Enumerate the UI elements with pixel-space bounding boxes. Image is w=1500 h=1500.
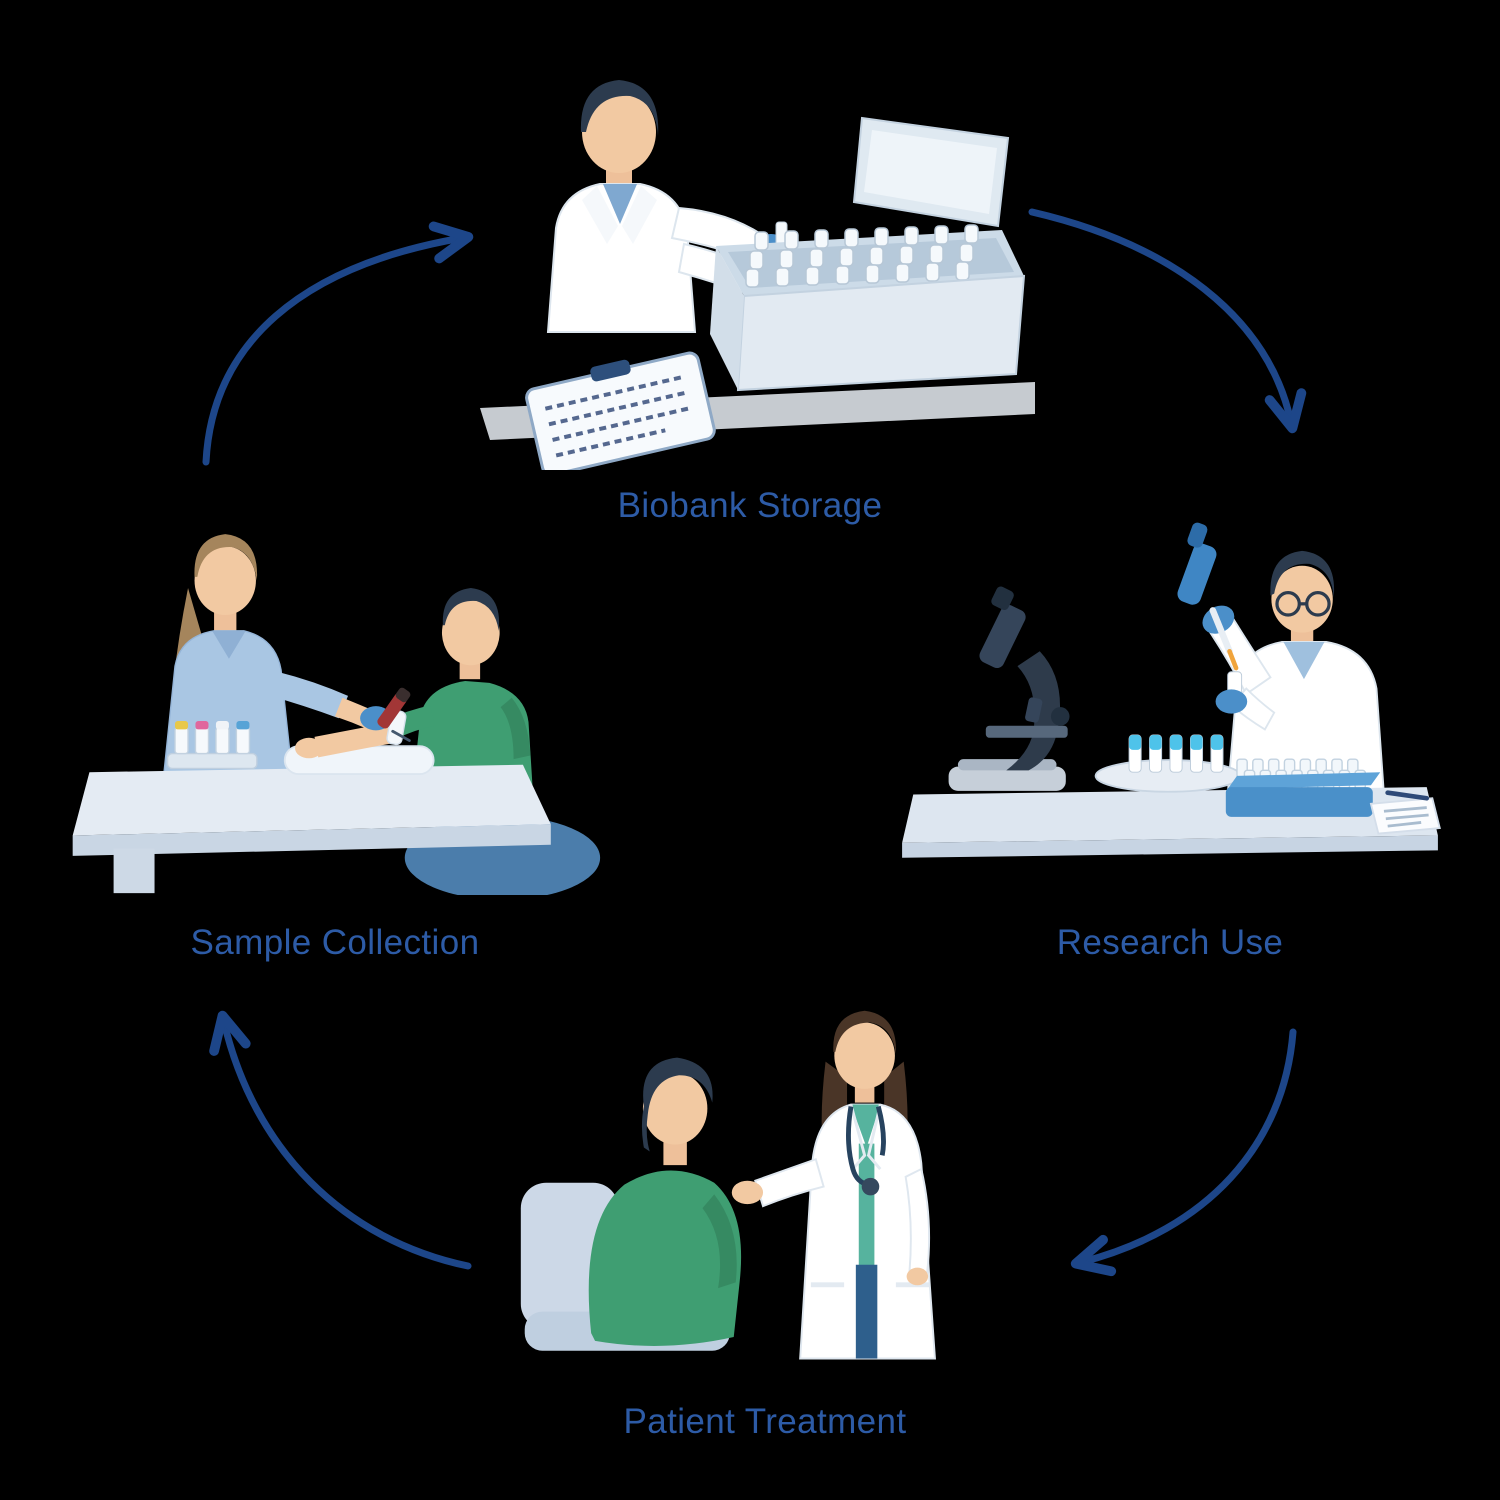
sample-tray [1094,734,1242,793]
doctor-figure [731,1010,937,1360]
seated-patient-figure [588,1057,742,1346]
illustration-research-use [902,522,1441,858]
arrow-patient-treatment-to-sample-collection [209,1010,472,1270]
vial-rack [166,721,258,770]
clipboard [525,351,716,470]
node-patient-treatment: Patient Treatment [480,960,1050,1442]
stethoscope [846,1105,886,1196]
stored-vials [745,224,979,288]
node-label-research-use: Research Use [1056,923,1284,962]
illustration-patient-treatment [520,1010,937,1360]
table-leg [113,848,155,894]
tube-rack [1225,758,1381,817]
node-label-biobank-storage: Biobank Storage [617,486,883,525]
patient-figure [404,588,601,895]
pants [855,1264,878,1359]
arrow-sample-collection-to-biobank-storage [202,221,474,466]
table-top [72,764,551,836]
arrow-biobank-storage-to-research-use [1028,208,1307,434]
patient-extended-arm [295,705,436,759]
blue-glove [1215,689,1248,714]
node-research-use: Research Use [895,495,1445,963]
arrow-research-use-to-patient-treatment [1070,1028,1297,1277]
node-label-patient-treatment: Patient Treatment [623,1402,907,1441]
illustration-biobank-storage [480,80,1035,470]
node-label-sample-collection: Sample Collection [190,923,480,962]
illustration-sample-collection [72,534,601,895]
gesturing-hand [731,1180,764,1205]
node-sample-collection: Sample Collection [60,495,610,963]
nurse-arm-with-blood-tube [269,671,411,742]
microscope [948,586,1070,791]
blood-tube [377,687,411,729]
table-edge [72,824,551,856]
node-biobank-storage: Biobank Storage [455,40,1045,526]
pen [1385,790,1430,801]
researcher-figure [1177,522,1385,796]
desk-edge [902,835,1438,858]
pipette [1177,522,1239,671]
notes-paper [1369,790,1441,835]
freezer-box [710,116,1026,392]
